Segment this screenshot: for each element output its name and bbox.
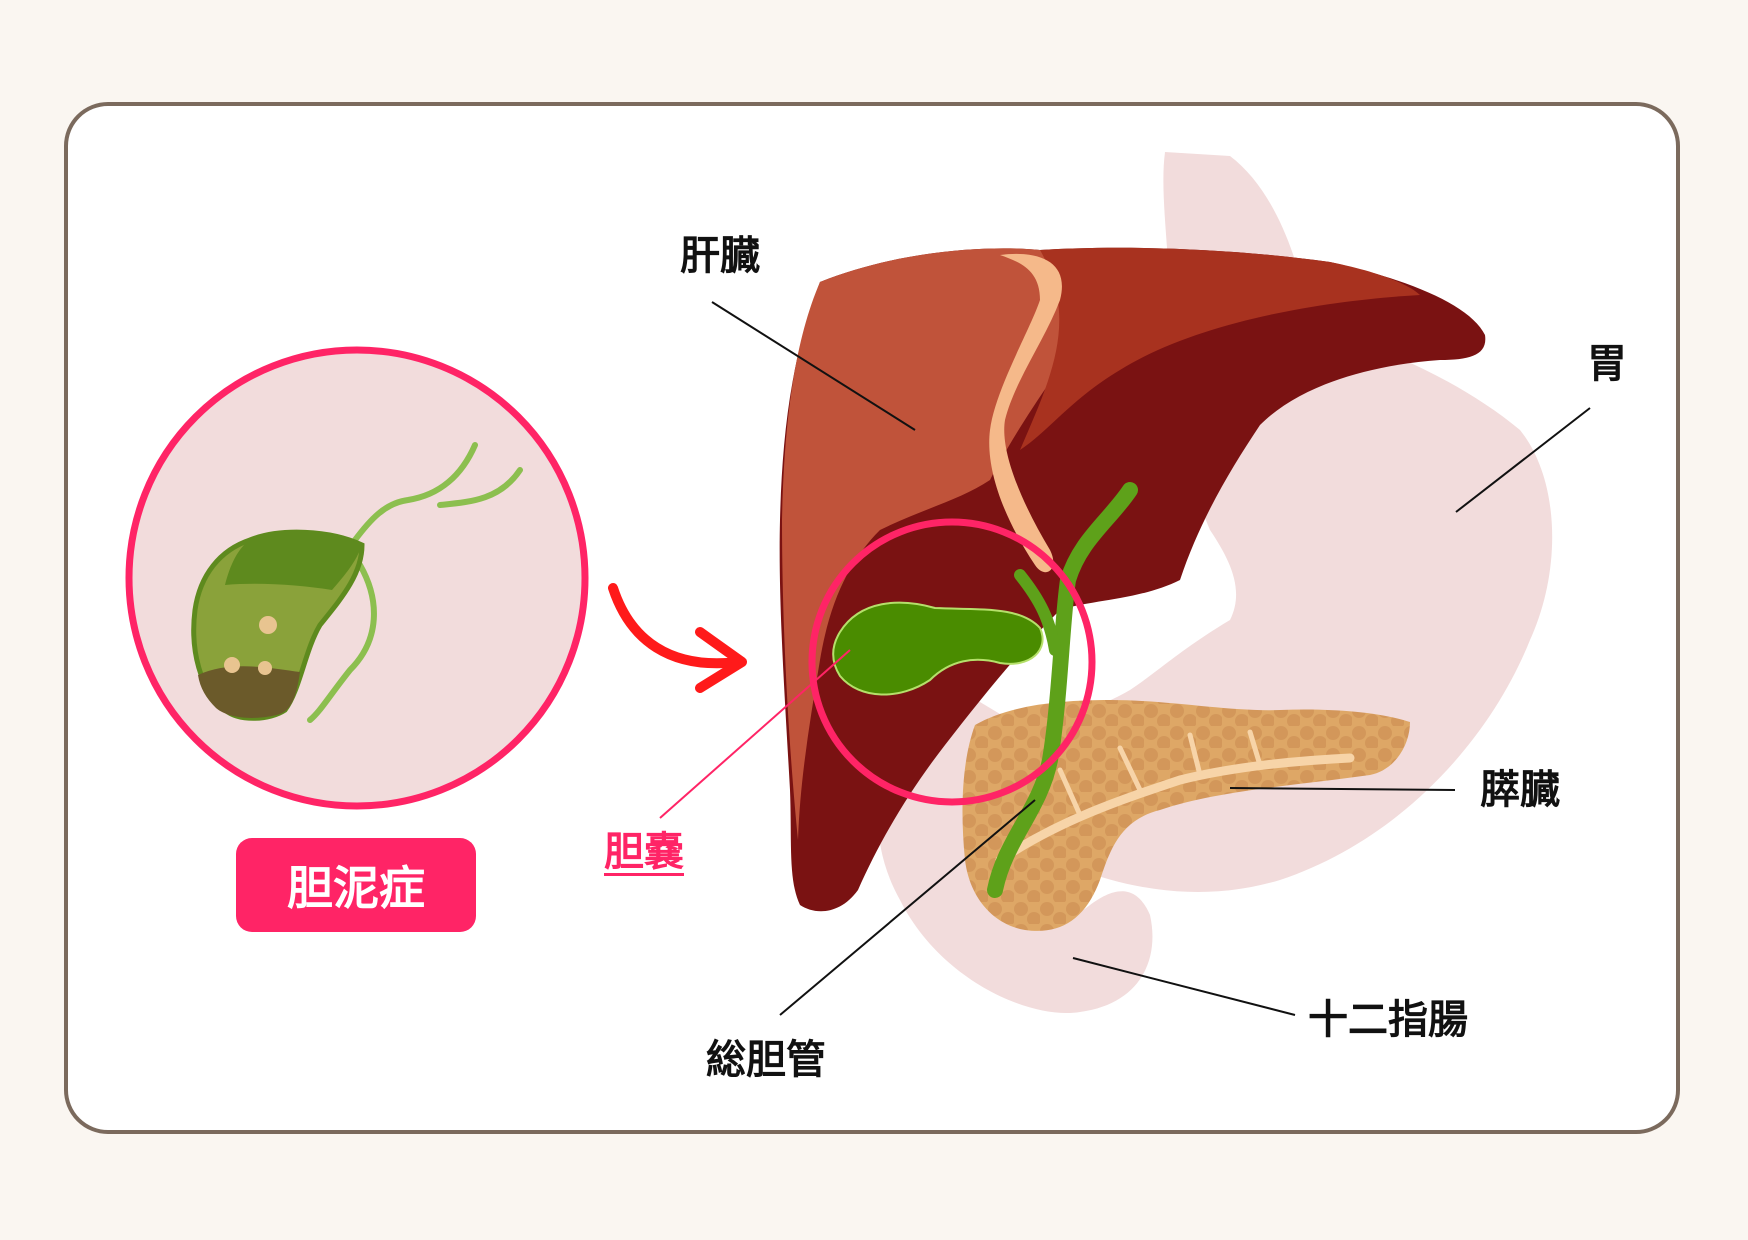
leader-line-gallbladder (659, 649, 851, 819)
gallbladder-shape (832, 482, 1138, 898)
leader-line-liver (711, 301, 916, 431)
label-stomach: 胃 (1587, 341, 1627, 387)
leader-line-stomach (1455, 407, 1591, 513)
leader-line-duodenum (1072, 957, 1296, 1016)
leader-line-common-bile-duct (779, 799, 1036, 1016)
label-duodenum: 十二指腸 (1308, 997, 1468, 1043)
pancreas-shape (962, 700, 1410, 931)
label-common-bile-duct: 総胆管 (706, 1037, 826, 1083)
arrow-icon (608, 583, 743, 669)
arrow-head-icon (695, 627, 747, 693)
gallbladder-highlight-circle (808, 518, 1096, 806)
label-liver: 肝臓 (680, 233, 760, 279)
inset-circle (125, 346, 589, 810)
condition-badge: 胆泥症 (236, 838, 476, 932)
duodenum-shape (877, 690, 1153, 1014)
label-gallbladder: 胆嚢 (604, 829, 684, 875)
leader-line-pancreas (1229, 787, 1456, 791)
label-pancreas: 膵臓 (1480, 767, 1560, 813)
